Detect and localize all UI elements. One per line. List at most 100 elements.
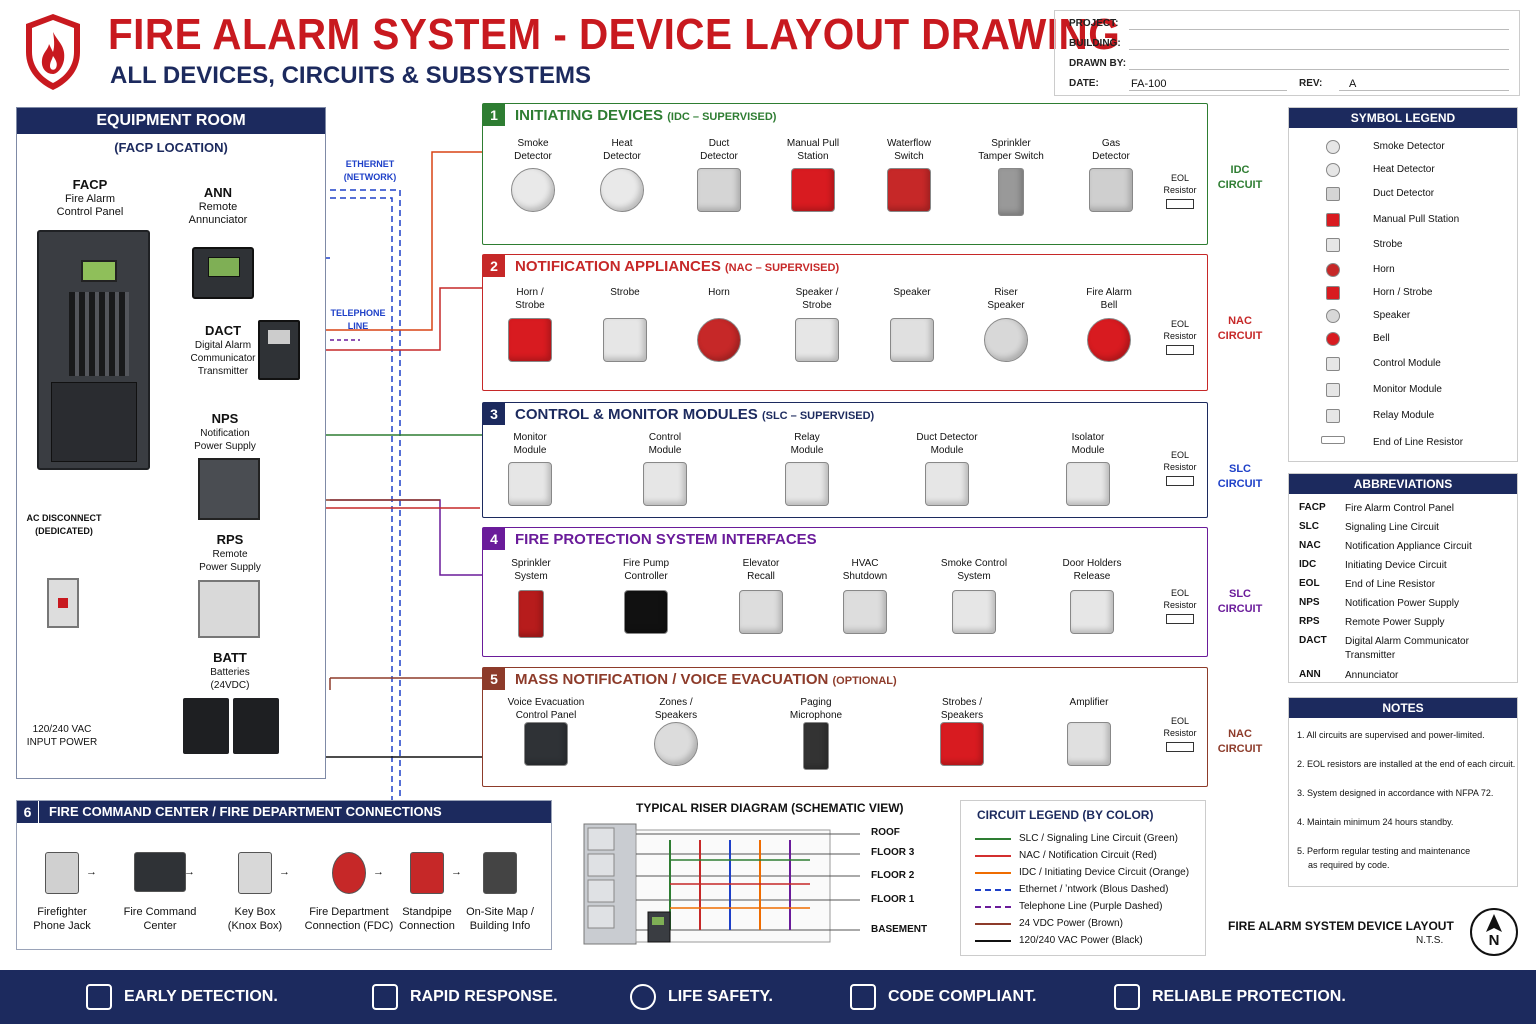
eol-line-1: EOL xyxy=(1170,173,1189,183)
section-1-device-4-icon[interactable] xyxy=(791,168,835,212)
dact-device[interactable] xyxy=(258,320,300,380)
abbreviation-meaning: Annunciator xyxy=(1345,670,1399,681)
fcc-item-6-icon[interactable] xyxy=(483,852,517,894)
section-2-device-label: Horn /Strobe xyxy=(475,286,585,312)
section-4-number: 4 xyxy=(483,528,505,550)
device-label-line-2: Shutdown xyxy=(842,571,888,582)
symbol-legend-icon xyxy=(1326,309,1340,323)
section-5-device-4-icon[interactable] xyxy=(940,722,984,766)
nps-device[interactable] xyxy=(198,458,260,520)
section-5-device-1-icon[interactable] xyxy=(524,722,568,766)
abbreviation-code: FACP xyxy=(1299,502,1326,513)
facp-label: FACP Fire Alarm Control Panel xyxy=(50,178,130,219)
circuit-word: CIRCUIT xyxy=(1217,743,1263,755)
dact-name: DACT xyxy=(204,323,242,338)
battery-2 xyxy=(233,698,279,754)
device-label-line-2: Controller xyxy=(624,571,668,582)
notes-title: NOTES xyxy=(1289,698,1517,718)
section-3-device-3-icon[interactable] xyxy=(785,462,829,506)
fcc-item-1-icon[interactable] xyxy=(45,852,79,894)
fcc-item-2-icon[interactable] xyxy=(134,852,186,892)
abbreviation-code: NAC xyxy=(1299,540,1321,551)
fcc-label-line-1: Firefighter xyxy=(37,906,87,918)
section-4-device-4-icon[interactable] xyxy=(843,590,887,634)
clipboard-check-icon xyxy=(850,984,876,1010)
abbreviation-meaning: End of Line Resistor xyxy=(1345,579,1436,590)
note-2: 2. EOL resistors are installed at the en… xyxy=(1297,759,1516,769)
section-3-device-5-icon[interactable] xyxy=(1066,462,1110,506)
section-1-device-7-icon[interactable] xyxy=(1089,168,1133,212)
symbol-legend-icon xyxy=(1326,357,1340,371)
device-label-line-1: Heat xyxy=(611,138,633,149)
footer-item: CODE COMPLIANT. xyxy=(850,984,1036,1010)
section-5-device-3-icon[interactable] xyxy=(803,722,829,770)
building-field[interactable] xyxy=(1129,49,1509,50)
device-label-line-2: Strobe xyxy=(515,300,545,311)
section-2-device-1-icon[interactable] xyxy=(508,318,552,362)
section-3-device-4-icon[interactable] xyxy=(925,462,969,506)
symbol-legend-icon xyxy=(1326,263,1340,277)
section-1-device-3-icon[interactable] xyxy=(697,168,741,212)
symbol-legend-label: Horn xyxy=(1373,264,1395,275)
section-1-device-1-icon[interactable] xyxy=(511,168,555,212)
section-2-device-2-icon[interactable] xyxy=(603,318,647,362)
ethernet-1: ETHERNET xyxy=(345,159,395,169)
ac-disconnect-switch[interactable] xyxy=(47,578,79,628)
section-4-device-2-icon[interactable] xyxy=(624,590,668,634)
project-field[interactable] xyxy=(1129,29,1509,30)
section-4-device-6-icon[interactable] xyxy=(1070,590,1114,634)
circuit-name: NAC xyxy=(1228,315,1252,327)
rev-label: REV: xyxy=(1299,78,1323,89)
footer-item: RAPID RESPONSE. xyxy=(372,984,558,1010)
section-2-device-3-icon[interactable] xyxy=(697,318,741,362)
section-4-title-text: FIRE PROTECTION SYSTEM INTERFACES xyxy=(515,530,817,548)
section-1-device-5-icon[interactable] xyxy=(887,168,931,212)
fcc-item-3-icon[interactable] xyxy=(238,852,272,894)
section-4-device-5-icon[interactable] xyxy=(952,590,996,634)
device-label-line-1: Voice Evacuation xyxy=(507,697,585,708)
section-1-device-2-icon[interactable] xyxy=(600,168,644,212)
fcc-label-line-2: Building Info xyxy=(469,920,531,932)
section-2-device-6-icon[interactable] xyxy=(984,318,1028,362)
arrow-right-icon: → xyxy=(279,866,290,878)
drawn-by-field[interactable] xyxy=(1129,69,1509,70)
section-2-tag: (NAC – SUPERVISED) xyxy=(725,261,840,274)
section-5-device-2-icon[interactable] xyxy=(654,722,698,766)
fcc-item-5-icon[interactable] xyxy=(410,852,444,894)
eol-resistor-icon xyxy=(1166,345,1194,355)
circuit-legend-label: SLC / Signaling Line Circuit (Green) xyxy=(1019,833,1178,844)
device-label-line-1: Isolator xyxy=(1071,432,1105,443)
section-2-device-5-icon[interactable] xyxy=(890,318,934,362)
telephone-label: TELEPHONE LINE xyxy=(326,307,390,333)
section-4-device-3-icon[interactable] xyxy=(739,590,783,634)
facp-cabinet[interactable] xyxy=(37,230,150,470)
section-3-device-1-icon[interactable] xyxy=(508,462,552,506)
tools-icon xyxy=(1114,984,1140,1010)
device-label-line-2: Detector xyxy=(514,151,552,162)
section-2-device-4-icon[interactable] xyxy=(795,318,839,362)
circuit-legend-swatch xyxy=(975,854,1011,857)
section-1-title-text: INITIATING DEVICES xyxy=(515,106,664,124)
symbol-legend-icon xyxy=(1326,286,1340,300)
rps-device[interactable] xyxy=(198,580,260,638)
footer-item-label: EARLY DETECTION. xyxy=(124,988,278,1005)
section-3-device-2-icon[interactable] xyxy=(643,462,687,506)
fcc-item-4-icon[interactable] xyxy=(332,852,366,894)
abbreviation-code: ANN xyxy=(1299,669,1321,680)
symbol-legend-label: Heat Detector xyxy=(1373,164,1435,175)
section-5-device-5-icon[interactable] xyxy=(1067,722,1111,766)
footer-item: LIFE SAFETY. xyxy=(630,984,773,1010)
device-label-line-1: Elevator xyxy=(742,558,780,569)
section-4-device-1-icon[interactable] xyxy=(518,590,544,638)
section-1-device-6-icon[interactable] xyxy=(998,168,1024,216)
section-2-device-7-icon[interactable] xyxy=(1087,318,1131,362)
annunciator-device[interactable] xyxy=(192,247,254,299)
